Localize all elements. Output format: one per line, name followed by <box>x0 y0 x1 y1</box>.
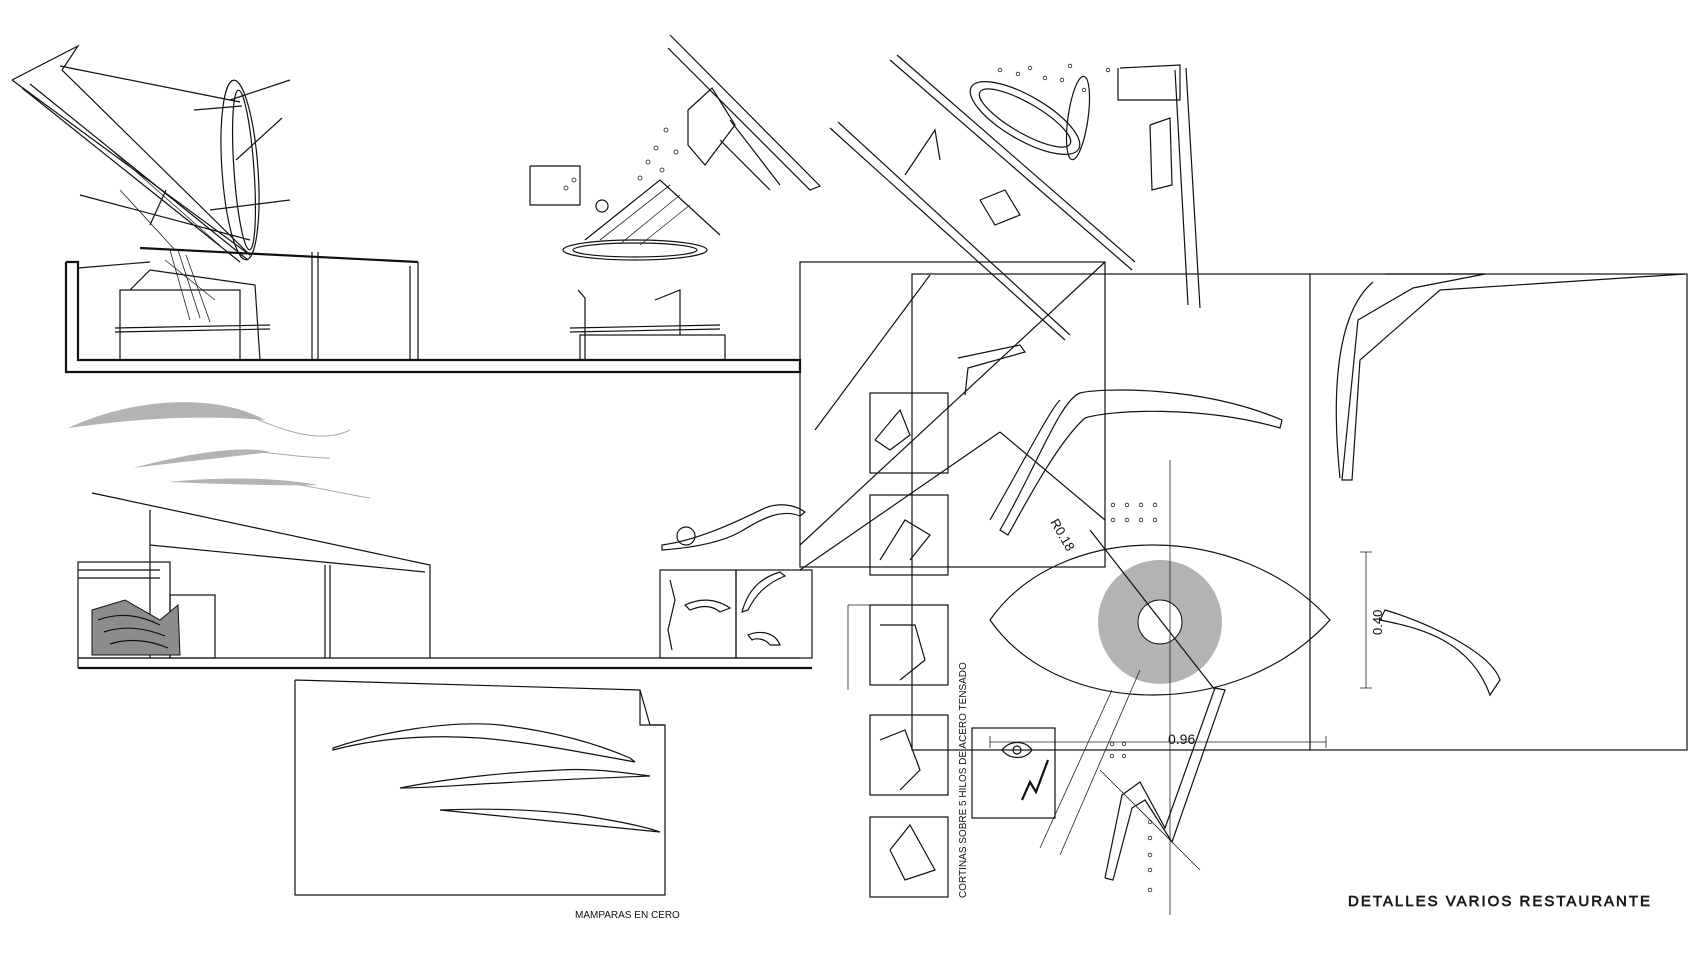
radius-label: R0.18 <box>1047 516 1077 554</box>
screens-label: MAMPARAS EN CERO <box>575 910 680 921</box>
section-elevation-top <box>64 246 802 374</box>
screen-sketches-grey <box>68 402 371 499</box>
curtains-label: CORTINAS SOBRE 5 HILOS DE ACERO TENSADO <box>958 662 969 898</box>
lamp-detail-center <box>529 34 822 361</box>
small-profile-details <box>659 504 813 659</box>
dim-width-label: 0.96 <box>1168 731 1195 747</box>
lamp-detail-top-left <box>11 44 291 263</box>
eye-icon-detail <box>971 727 1056 819</box>
sheet-title: DETALLES VARIOS RESTAURANTE <box>1348 893 1652 910</box>
eye-plan: 0.96 <box>989 460 1331 915</box>
screen-panel-zero: MAMPARAS EN CERO <box>294 679 680 921</box>
handrail-detail <box>1039 669 1226 893</box>
dim-height-label: 0.40 <box>1370 610 1385 635</box>
bar-plan-detail: R0.18 0.40 <box>799 261 1688 751</box>
section-elevation-middle <box>77 492 812 670</box>
lamp-detail-top-right <box>829 54 1201 341</box>
curtain-details-column: CORTINAS SOBRE 5 HILOS DE ACERO TENSADO <box>847 392 969 898</box>
